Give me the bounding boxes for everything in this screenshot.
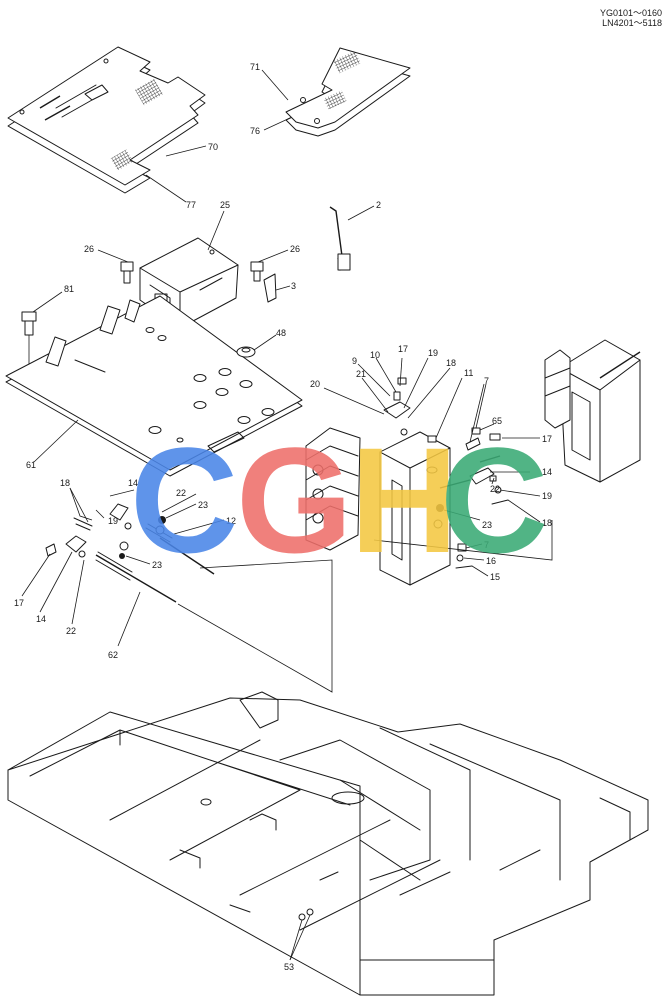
floor-mat-large — [7, 46, 206, 194]
callout-23-right: 23 — [482, 520, 492, 530]
callout-10: 10 — [370, 350, 380, 360]
callout-62: 62 — [108, 650, 118, 660]
cable-route-line-2 — [373, 520, 553, 561]
cable-end-right — [433, 455, 509, 569]
callout-21: 21 — [356, 369, 366, 379]
callout-19-left: 19 — [108, 516, 118, 526]
lever-rod — [329, 206, 351, 271]
callout-17-right: 17 — [542, 434, 552, 444]
cable-assembly-12 — [109, 503, 215, 575]
watermark-letter-c1: C — [130, 416, 238, 584]
cable-route-line — [177, 559, 333, 693]
callout-61: 61 — [26, 460, 36, 470]
callout-14-right: 14 — [542, 467, 552, 477]
callout-15: 15 — [490, 572, 500, 582]
callout-2: 2 — [376, 200, 381, 210]
valve-assembly-right — [544, 339, 641, 483]
callout-19-right: 19 — [542, 491, 552, 501]
leader-lines — [21, 69, 541, 961]
watermark-logo: C G H C — [130, 416, 548, 584]
callout-71: 71 — [250, 62, 260, 72]
watermark-letter-g: G — [236, 416, 353, 584]
callout-18-left: 18 — [60, 478, 70, 488]
callout-81: 81 — [64, 284, 74, 294]
callout-17-left: 17 — [14, 598, 24, 608]
callout-70: 70 — [208, 142, 218, 152]
control-valve — [305, 427, 361, 551]
hardware-top-cluster — [383, 377, 501, 451]
bolt-81 — [21, 311, 37, 372]
bolt-26-left — [120, 261, 134, 284]
callout-18-right: 18 — [542, 518, 552, 528]
callout-26-left: 26 — [84, 244, 94, 254]
callout-3: 3 — [291, 281, 296, 291]
rubber-grommet — [236, 346, 256, 358]
callout-19-top: 19 — [428, 348, 438, 358]
callout-23-left-top: 23 — [198, 500, 208, 510]
floor-mat-small — [285, 47, 411, 137]
callout-22-left-top: 22 — [176, 488, 186, 498]
callout-17-top: 17 — [398, 344, 408, 354]
callout-65: 65 — [492, 416, 502, 426]
callout-14-left: 14 — [36, 614, 46, 624]
plate-holes — [145, 327, 275, 443]
callout-16: 16 — [486, 556, 496, 566]
callout-14-left-top: 14 — [128, 478, 138, 488]
serial-line-2: LN4201～5118 — [602, 18, 662, 28]
callout-20: 20 — [310, 379, 320, 389]
bolt-26-right — [250, 261, 264, 282]
watermark-letter-c2: C — [440, 416, 548, 584]
callout-22-right: 22 — [490, 484, 500, 494]
serial-line-1: YG0101～0160 — [599, 8, 662, 18]
callout-7-right: 7 — [484, 540, 489, 550]
callout-26-right: 26 — [290, 244, 300, 254]
callout-11: 11 — [464, 368, 473, 378]
callout-76: 76 — [250, 126, 260, 136]
main-frame — [7, 691, 649, 996]
callout-9: 9 — [352, 356, 357, 366]
callout-7-top: 7 — [484, 376, 489, 386]
callout-25: 25 — [220, 200, 230, 210]
bracket — [263, 273, 277, 303]
serial-range: YG0101～0160 LN4201～5118 — [600, 8, 662, 28]
callout-12: 12 — [226, 516, 236, 526]
frame-bolts — [298, 908, 314, 921]
base-plate — [5, 295, 303, 477]
callout-23-left: 23 — [152, 560, 162, 570]
callout-53: 53 — [284, 962, 294, 972]
callout-numbers: 70 77 71 76 25 2 26 26 3 81 48 61 9 10 1… — [14, 62, 552, 972]
callout-48: 48 — [276, 328, 286, 338]
cable-assembly-62 — [45, 517, 177, 603]
callout-22-left: 22 — [66, 626, 76, 636]
callout-18-top: 18 — [446, 358, 456, 368]
watermark-letter-h: H — [350, 416, 458, 584]
callout-77: 77 — [186, 200, 196, 210]
